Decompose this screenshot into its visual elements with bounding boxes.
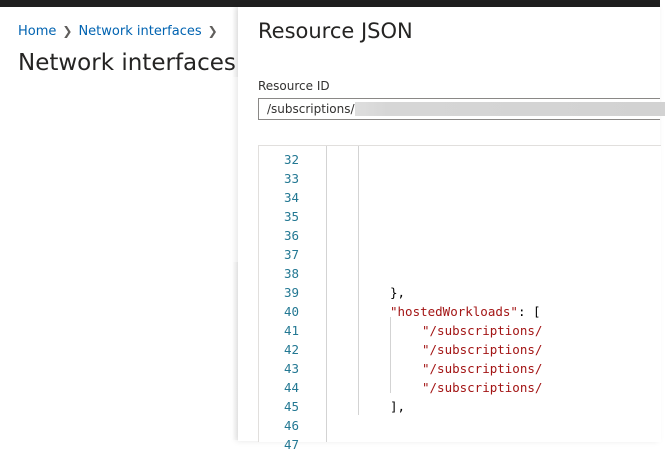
background-panel: Home ❯ Network interfaces ❯ Network interfa… [0, 7, 238, 466]
line-number: 43 [283, 361, 299, 376]
line-number: 36 [283, 228, 299, 243]
json-punctuation: : [ [517, 304, 541, 319]
line-number: 45 [283, 399, 299, 414]
line-number: 42 [283, 342, 299, 357]
page-title: Network interfaces [18, 50, 236, 76]
editor-line: 44 "/subscriptions/ [259, 378, 661, 397]
editor-line: 40 "hostedWorkloads": [ [259, 302, 661, 321]
line-code: "/subscriptions/ [422, 359, 542, 378]
json-editor[interactable]: 32 33 34 35 36 37 38 39}, 40 "hostedWorkloads": [… [258, 145, 661, 452]
line-number: 32 [283, 152, 299, 167]
resource-id-value: /subscriptions/ [267, 102, 355, 116]
line-number: 47 [283, 437, 299, 452]
editor-line: 43 "/subscriptions/ [259, 359, 661, 378]
editor-line: 41 "/subscriptions/ [259, 321, 661, 340]
editor-line: 35 [259, 207, 661, 226]
breadcrumb-network-interfaces-link[interactable]: Network interfaces [78, 24, 202, 39]
editor-line: 39}, [259, 283, 661, 302]
json-punctuation: ], [390, 399, 406, 414]
indent-guide [326, 146, 327, 442]
line-number: 39 [283, 285, 299, 300]
line-code: "/subscriptions/ [422, 340, 542, 359]
editor-line: 36 [259, 226, 661, 245]
top-bar [0, 0, 660, 7]
indent-guide [358, 146, 359, 415]
editor-line: 42 "/subscriptions/ [259, 340, 661, 359]
editor-line: 46 [259, 416, 661, 435]
resource-json-blade: Resource JSON Resource ID /subscriptions… [238, 7, 665, 452]
json-string: "/subscriptions/ [422, 380, 543, 395]
editor-line: 33 [259, 169, 661, 188]
indent-guide [390, 317, 391, 393]
line-code: "/subscriptions/ [422, 321, 542, 340]
editor-line: 34 [259, 188, 661, 207]
line-code: "/subscriptions/ [422, 378, 542, 397]
redacted-value [355, 102, 665, 116]
breadcrumb-home-link[interactable]: Home [18, 24, 57, 39]
blade-shadow [232, 7, 240, 77]
chevron-right-icon: ❯ [62, 24, 73, 38]
editor-line: 32 [259, 150, 661, 169]
blade-shadow [232, 262, 240, 440]
json-punctuation: }, [390, 285, 406, 300]
resource-id-field[interactable]: /subscriptions/ [258, 98, 665, 120]
editor-line: 38 [259, 264, 661, 283]
line-number: 46 [283, 418, 299, 433]
line-code: ], [390, 397, 405, 416]
editor-line: 45], [259, 397, 661, 416]
line-number: 33 [283, 171, 299, 186]
line-code: "hostedWorkloads": [ [390, 302, 541, 321]
line-number: 44 [283, 380, 299, 395]
line-number: 34 [283, 190, 299, 205]
line-code: }, [390, 283, 405, 302]
line-number: 40 [283, 304, 299, 319]
editor-line: 37 [259, 245, 661, 264]
line-number: 38 [283, 266, 299, 281]
chevron-right-icon: ❯ [207, 24, 218, 38]
json-string: "/subscriptions/ [422, 323, 543, 338]
json-key: "hostedWorkloads" [390, 304, 518, 319]
line-number: 35 [283, 209, 299, 224]
json-string: "/subscriptions/ [422, 361, 543, 376]
blade-title: Resource JSON [258, 19, 413, 43]
json-string: "/subscriptions/ [422, 342, 543, 357]
line-number: 37 [283, 247, 299, 262]
resource-id-label: Resource ID [258, 79, 330, 93]
line-number: 41 [283, 323, 299, 338]
breadcrumb: Home ❯ Network interfaces ❯ [18, 24, 224, 39]
editor-line: 47 [259, 435, 661, 454]
